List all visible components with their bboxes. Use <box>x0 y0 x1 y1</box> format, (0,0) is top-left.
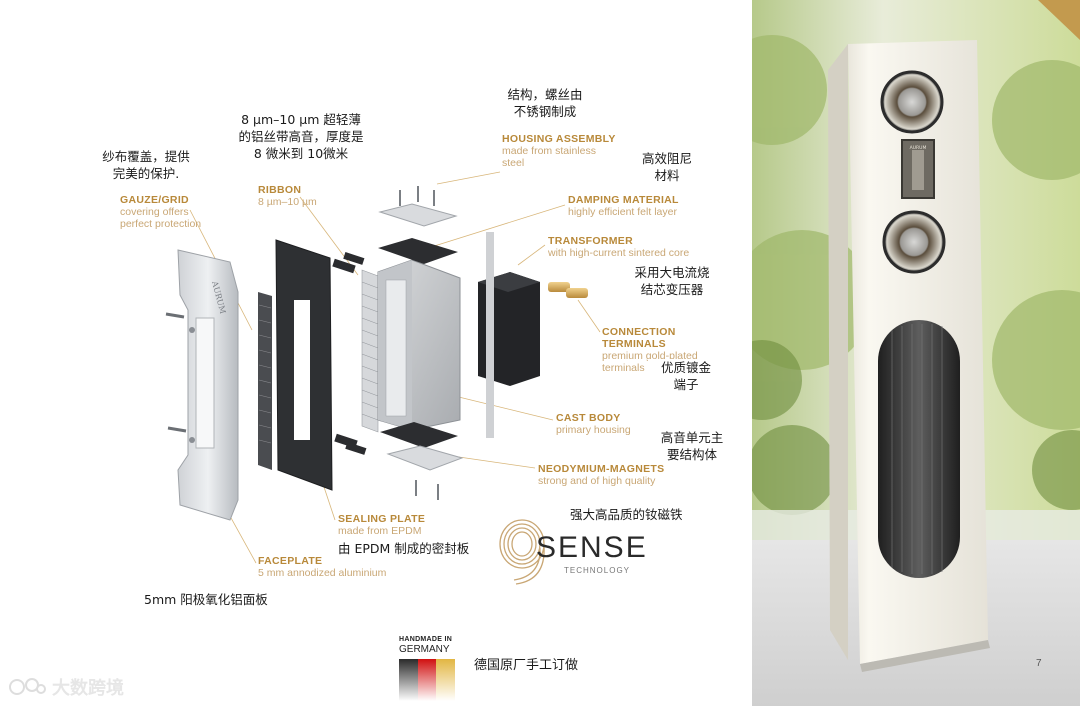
ribbon-zh-line3: 8 微米到 10微米 <box>253 146 349 161</box>
handmade-line1: HANDMADE IN <box>399 636 453 643</box>
speaker-photo: AURUM 7 <box>752 0 1080 706</box>
ribbon-sub: 8 µm–10 µm <box>258 196 317 208</box>
handmade-zh: 德国原厂手工订做 <box>474 658 579 673</box>
damping-zh-line1: 高效阻尼 <box>641 151 692 166</box>
damping-zh-line2: 材料 <box>654 168 680 183</box>
cast-zh-line2: 要结构体 <box>666 447 717 462</box>
housing-label: HOUSING ASSEMBLY made from stainless ste… <box>502 133 616 169</box>
sealing-label: SEALING PLATE made from EPDM <box>338 513 425 537</box>
housing-zh-line1: 结构，螺丝由 <box>507 87 583 102</box>
damping-material-part <box>378 238 458 448</box>
handmade-badge: HANDMADE IN GERMANY <box>399 636 456 701</box>
transformer-part <box>478 232 540 438</box>
ribbon-title: RIBBON <box>258 184 302 196</box>
gasket-pads <box>332 252 367 455</box>
gauze-sub1: covering offers <box>120 206 189 218</box>
housing-assembly-part <box>378 186 464 500</box>
terminals-title2: TERMINALS <box>602 338 666 350</box>
housing-title: HOUSING ASSEMBLY <box>502 133 616 145</box>
ribbon-zh-line1: 8 µm–10 µm 超轻薄 <box>241 112 361 127</box>
german-flag-bars <box>399 659 456 701</box>
transformer-label: TRANSFORMER with high-current sintered c… <box>548 235 689 259</box>
faceplate-label: FACEPLATE 5 mm annodized aluminium <box>258 555 386 579</box>
terminals-zh-line1: 优质镀金 <box>660 360 711 375</box>
gauze-grid-part <box>258 292 272 470</box>
neodymium-sub: strong and of high quality <box>538 475 656 487</box>
ribbon-label: RIBBON 8 µm–10 µm <box>258 184 317 208</box>
cast-sub: primary housing <box>556 424 631 436</box>
cast-title: CAST BODY <box>556 412 621 424</box>
cast-body-part <box>377 259 461 431</box>
sealing-zh: 由 EPDM 制成的密封板 <box>338 541 470 556</box>
cast-zh-line1: 高音单元主 <box>660 430 724 445</box>
gauze-zh-line1: 纱布覆盖，提供 <box>102 149 190 164</box>
speaker-photo-illustration: AURUM <box>752 0 1080 706</box>
cast-label: CAST BODY primary housing <box>556 412 631 436</box>
faceplate-part: AURUM <box>165 249 239 521</box>
terminals-title1: CONNECTION <box>602 326 676 338</box>
page-number: 7 <box>1036 658 1042 669</box>
housing-sub1: made from stainless <box>502 145 596 157</box>
exploded-tweeter-illustration: AURUM <box>165 171 601 564</box>
sealing-plate-part <box>275 239 333 491</box>
transformer-zh-line2: 结芯变压器 <box>640 282 704 297</box>
damping-title: DAMPING MATERIAL <box>568 194 679 206</box>
gauze-zh-line2: 完美的保护. <box>112 166 180 181</box>
ribbon-part <box>361 269 379 433</box>
neodymium-zh: 强大高品质的钕磁铁 <box>570 507 683 522</box>
faceplate-title: FACEPLATE <box>258 555 323 567</box>
gauze-zh: 纱布覆盖，提供 完美的保护. <box>96 148 196 182</box>
gauze-sub2: perfect protection <box>120 218 202 230</box>
damping-zh: 高效阻尼 材料 <box>632 150 702 184</box>
ribbon-zh-line2: 的铝丝带高音，厚度是 <box>238 129 364 144</box>
speaker-badge: AURUM <box>910 145 927 151</box>
housing-sub2: steel <box>502 157 525 169</box>
terminals-zh: 优质镀金 端子 <box>648 359 724 393</box>
faceplate-sub: 5 mm annodized aluminium <box>258 567 387 579</box>
gauze-title: GAUZE/GRID <box>120 194 189 206</box>
transformer-sub: with high-current sintered core <box>548 247 690 259</box>
faceplate-zh: 5mm 阳极氧化铝面板 <box>144 592 268 607</box>
transformer-zh: 采用大电流烧 结芯变压器 <box>622 264 722 298</box>
sealing-title: SEALING PLATE <box>338 513 426 525</box>
watermark-logo-icon <box>9 678 46 695</box>
watermark-text: 大数跨境 <box>52 678 124 699</box>
gauze-label: GAUZE/GRID covering offers perfect prote… <box>120 194 201 230</box>
sense-wordmark: SENSE <box>536 531 648 564</box>
sense-swirl-icon <box>499 519 545 585</box>
connection-terminals-part <box>548 282 588 298</box>
sense-technology-logo: SENSE TECHNOLOGY <box>486 512 656 588</box>
housing-zh-line2: 不锈钢制成 <box>513 104 577 119</box>
terminals-zh-line2: 端子 <box>673 377 699 392</box>
watermark: 大数跨境 <box>8 674 124 700</box>
cast-zh: 高音单元主 要结构体 <box>652 429 732 463</box>
damping-label: DAMPING MATERIAL highly efficient felt l… <box>568 194 679 218</box>
neodymium-label: NEODYMIUM-MAGNETS strong and of high qua… <box>538 463 664 487</box>
damping-sub: highly efficient felt layer <box>568 206 677 218</box>
neodymium-title: NEODYMIUM-MAGNETS <box>538 463 665 475</box>
transformer-title: TRANSFORMER <box>548 235 633 247</box>
handmade-line2: GERMANY <box>399 644 450 655</box>
terminals-sub2: terminals <box>602 362 645 374</box>
ribbon-zh: 8 µm–10 µm 超轻薄 的铝丝带高音，厚度是 8 微米到 10微米 <box>226 111 376 162</box>
housing-zh: 结构，螺丝由 不锈钢制成 <box>500 86 590 120</box>
transformer-zh-line1: 采用大电流烧 <box>634 265 710 280</box>
sealing-sub: made from EPDM <box>338 525 422 537</box>
sense-subtitle: TECHNOLOGY <box>564 566 631 575</box>
